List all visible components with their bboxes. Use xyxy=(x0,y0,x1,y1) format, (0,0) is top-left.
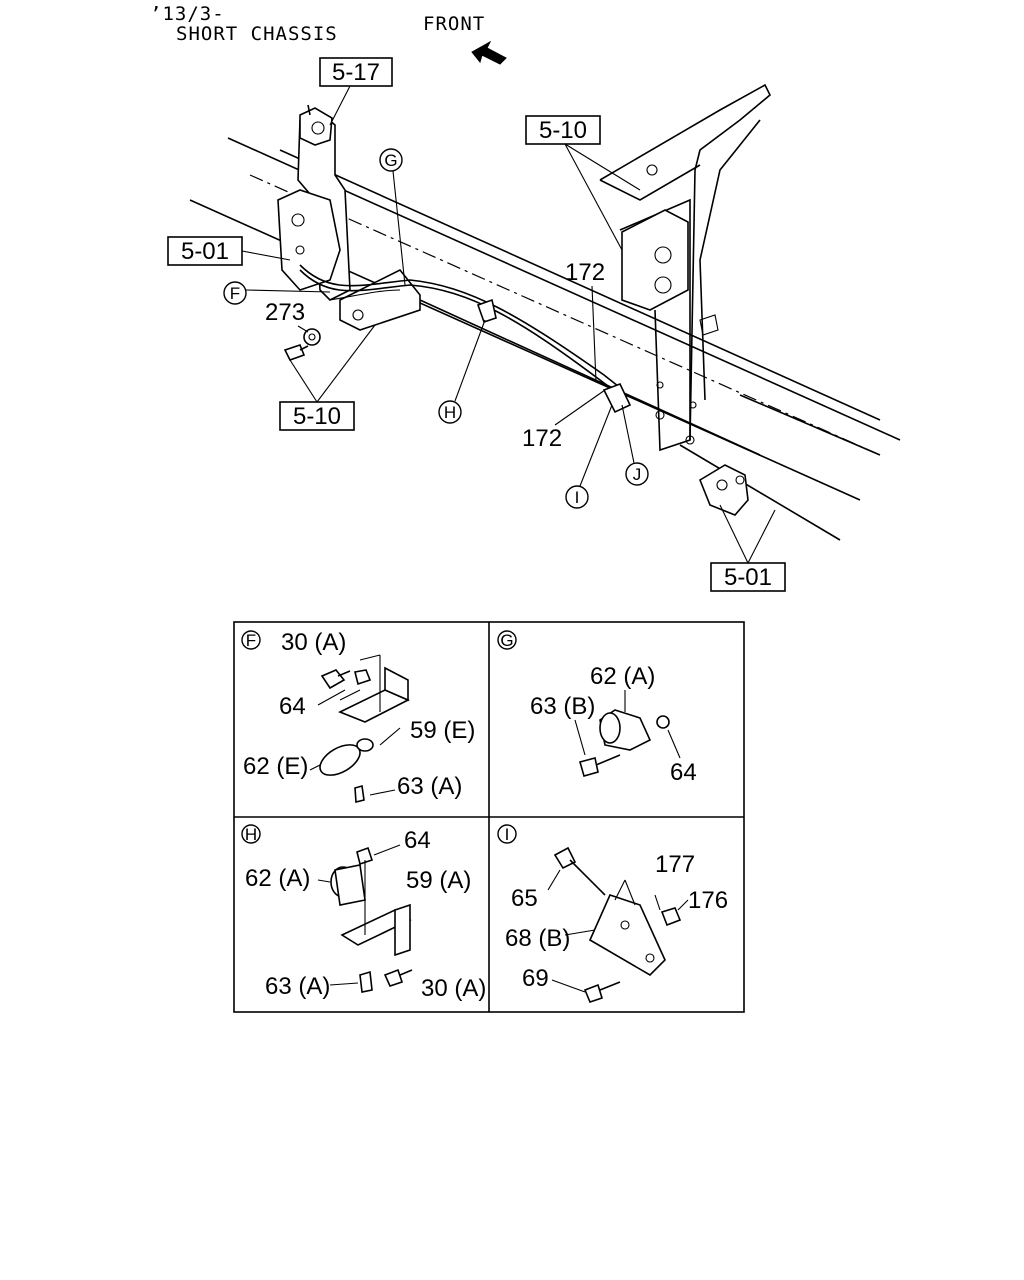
detail-G-62A: 62 (A) xyxy=(590,663,655,690)
detail-I-176: 176 xyxy=(688,887,728,914)
svg-text:G: G xyxy=(384,151,397,170)
detail-I-letter: I xyxy=(505,825,510,844)
part-172-bottom-label: 172 xyxy=(522,425,562,452)
callout-J[interactable]: J xyxy=(625,462,649,486)
detail-F: F 30 (A) 64 59 (E) 62 (E) 63 (A) xyxy=(241,629,475,804)
chassis-frame xyxy=(189,83,901,541)
detail-G-letter: G xyxy=(500,631,513,650)
svg-text:J: J xyxy=(633,465,642,484)
detail-I-65: 65 xyxy=(511,885,538,912)
callout-F[interactable]: F xyxy=(223,281,247,305)
header-front: FRONT xyxy=(423,13,485,35)
callout-H[interactable]: H xyxy=(438,400,462,424)
detail-I-68B: 68 (B) xyxy=(505,925,570,952)
detail-H-64: 64 xyxy=(404,827,431,854)
svg-text:H: H xyxy=(444,403,456,422)
detail-H: H 64 62 (A) 59 (A) 63 (A) 30 (A) xyxy=(241,824,486,1002)
detail-H-letter: H xyxy=(245,825,257,844)
detail-F-62E: 62 (E) xyxy=(243,753,308,780)
svg-text:F: F xyxy=(230,284,240,303)
detail-H-59A: 59 (A) xyxy=(406,867,471,894)
detail-F-59E: 59 (E) xyxy=(410,717,475,744)
detail-F-30A: 30 (A) xyxy=(281,629,346,656)
detail-F-63A: 63 (A) xyxy=(397,773,462,800)
svg-text:I: I xyxy=(575,488,580,507)
ref-box-5-01-bottom[interactable]: 5-01 xyxy=(710,562,786,592)
ref-5-10-bottom-label: 5-10 xyxy=(293,403,341,430)
ref-5-01-bottom-label: 5-01 xyxy=(724,564,772,591)
ref-box-5-10-top[interactable]: 5-10 xyxy=(525,115,601,145)
detail-F-64: 64 xyxy=(279,693,306,720)
front-arrow-icon xyxy=(471,40,507,65)
ref-box-5-17[interactable]: 5-17 xyxy=(319,57,393,87)
detail-I-177: 177 xyxy=(655,851,695,878)
detail-I: I 177 65 176 68 (B) 69 xyxy=(497,824,728,1003)
detail-H-62A: 62 (A) xyxy=(245,865,310,892)
detail-H-63A: 63 (A) xyxy=(265,973,330,1000)
detail-G-63B: 63 (B) xyxy=(530,693,595,720)
ref-5-01-left-label: 5-01 xyxy=(181,238,229,265)
callout-I[interactable]: I xyxy=(565,485,589,509)
header-date: ’13/3- xyxy=(150,3,225,25)
detail-grid xyxy=(233,621,745,1013)
part-273-label: 273 xyxy=(265,299,305,326)
ref-box-5-10-bottom[interactable]: 5-10 xyxy=(279,401,355,431)
callout-G[interactable]: G xyxy=(379,148,403,172)
header-chassis: SHORT CHASSIS xyxy=(176,23,338,45)
ref-box-5-01-left[interactable]: 5-01 xyxy=(167,236,243,266)
detail-F-letter: F xyxy=(246,631,256,650)
detail-H-30A: 30 (A) xyxy=(421,975,486,1002)
detail-G-64: 64 xyxy=(670,759,697,786)
ref-5-17-label: 5-17 xyxy=(332,59,380,86)
ref-5-10-top-label: 5-10 xyxy=(539,117,587,144)
detail-G: G 62 (A) 63 (B) 64 xyxy=(497,630,697,786)
detail-I-69: 69 xyxy=(522,965,549,992)
part-172-top-label: 172 xyxy=(565,259,605,286)
brake-lever-assembly xyxy=(277,104,632,414)
